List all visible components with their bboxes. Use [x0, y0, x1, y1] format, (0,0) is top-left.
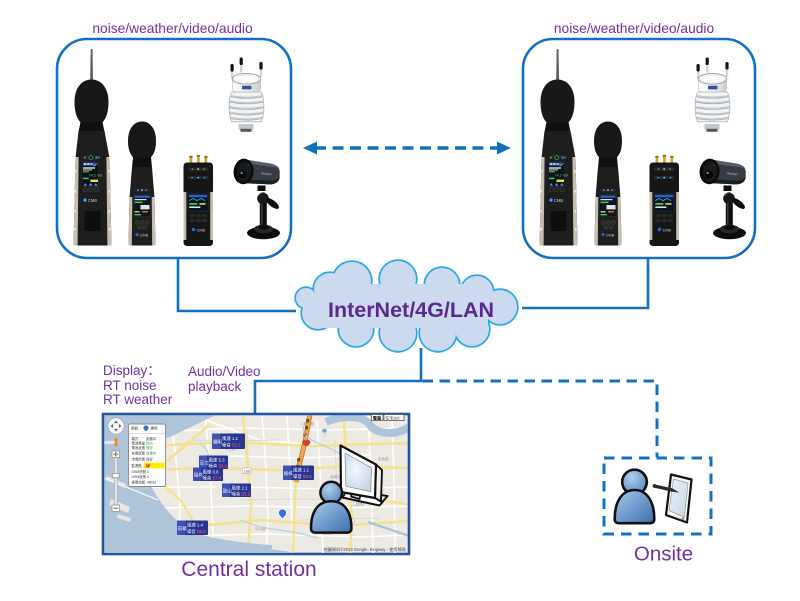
svg-text:Soufun: Soufun: [261, 171, 272, 176]
svg-text:風速 1.4: 風速 1.4: [187, 523, 204, 529]
svg-text:Google: Google: [107, 546, 127, 552]
svg-text:InterNet/4G/LAN: InterNet/4G/LAN: [328, 298, 494, 322]
svg-text:監測點: 監測點: [132, 463, 143, 468]
svg-text:noise/weather/video/audio: noise/weather/video/audio: [92, 21, 253, 36]
svg-text:台86: 台86: [356, 501, 364, 506]
svg-text:Onsite: Onsite: [634, 543, 693, 566]
svg-text:八德一路: 八德一路: [300, 421, 314, 426]
svg-text:CMB: CMB: [197, 228, 206, 232]
svg-text:鼓山: 鼓山: [223, 488, 232, 495]
svg-text:噪音 52.2: 噪音 52.2: [222, 442, 241, 449]
svg-text:電池電量: 電池電量: [132, 441, 146, 446]
svg-text:CMB: CMB: [88, 198, 98, 203]
svg-text:模式: 模式: [132, 436, 139, 441]
svg-text:RT weather: RT weather: [103, 392, 173, 407]
svg-text:詎槤中: 詎槤中: [146, 436, 157, 441]
svg-text:電腦: 電腦: [373, 414, 382, 421]
svg-text:良好: 良好: [146, 445, 153, 450]
svg-text:民族路: 民族路: [378, 456, 389, 461]
svg-text:良好: 良好: [146, 457, 153, 462]
svg-text:-480分: -480分: [146, 480, 157, 485]
svg-text:風速 5.3: 風速 5.3: [209, 457, 226, 463]
svg-text:中山路: 中山路: [255, 526, 266, 531]
svg-text:Audio/Video: Audio/Video: [188, 364, 261, 379]
svg-text:電池狀態: 電池狀態: [132, 445, 146, 450]
svg-text:充電中: 充電中: [146, 451, 157, 456]
svg-text:預設: 預設: [131, 426, 139, 431]
svg-text:掉電訊號: 掉電訊號: [132, 480, 146, 485]
svg-text:瑞祥: 瑞祥: [194, 472, 203, 479]
svg-text:playback: playback: [188, 379, 242, 394]
svg-text:噪音 57.4: 噪音 57.4: [203, 474, 222, 481]
svg-text:85%: 85%: [146, 442, 153, 446]
svg-text:噪音 50.5: 噪音 50.5: [293, 473, 312, 480]
svg-text:74.2 dB: 74.2 dB: [89, 172, 103, 177]
svg-text:高楠公路: 高楠公路: [330, 474, 344, 479]
svg-text:充電狀態: 充電狀態: [132, 451, 146, 456]
svg-text:陽明: 陽明: [213, 439, 222, 446]
svg-text:亞力: 亞力: [200, 460, 209, 467]
svg-text:noise/weather/video/audio: noise/weather/video/audio: [554, 21, 715, 36]
svg-text:標章: 標章: [151, 426, 159, 431]
svg-text:CMB: CMB: [140, 233, 149, 237]
svg-text:風速 0.8: 風速 0.8: [203, 469, 220, 475]
svg-text:噪音 58.6: 噪音 58.6: [187, 528, 206, 535]
svg-text:風速 2.1: 風速 2.1: [232, 485, 249, 491]
svg-text:楠梓: 楠梓: [284, 470, 293, 477]
svg-text:GSM狀態 0: GSM狀態 0: [132, 474, 149, 479]
svg-text:風速 1.1: 風速 1.1: [293, 468, 310, 474]
svg-text:住宅toX: 住宅toX: [385, 414, 400, 420]
svg-text:RT noise: RT noise: [103, 378, 157, 393]
svg-text:市電供電: 市電供電: [132, 457, 146, 462]
svg-text:噪音 53.2: 噪音 53.2: [209, 462, 228, 469]
svg-text:Central station: Central station: [181, 558, 316, 581]
svg-text:噪音 55.2: 噪音 55.2: [232, 490, 251, 497]
svg-text:前鎮: 前鎮: [178, 525, 187, 532]
svg-text:地圖資料©2013 Google, Kingway - 使用: 地圖資料©2013 Google, Kingway - 使用條款: [324, 546, 407, 553]
svg-text:186: 186: [244, 470, 250, 474]
svg-text:Display：: Display：: [103, 363, 161, 378]
svg-text:GSM訊號 0: GSM訊號 0: [132, 469, 149, 474]
svg-text:風速 1.1: 風速 1.1: [222, 436, 239, 442]
